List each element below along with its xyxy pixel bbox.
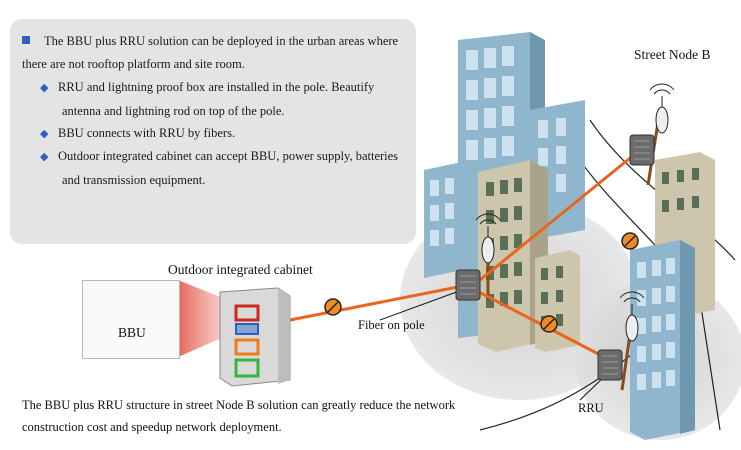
square-bullet-icon (22, 36, 30, 44)
info-sub-text: RRU and lightning proof box are installe… (58, 80, 375, 118)
diamond-bullet-icon: ◆ (40, 128, 49, 140)
rru-unit (629, 134, 655, 166)
outdoor-cabinet-icon (219, 287, 291, 387)
info-main-bullet: The BBU plus RRU solution can be deploye… (22, 30, 402, 76)
info-sub-text: Outdoor integrated cabinet can accept BB… (58, 149, 399, 187)
info-panel (10, 19, 416, 244)
fiber-connector (324, 298, 342, 316)
antenna-icon (619, 291, 645, 342)
street-node-label: Street Node B (634, 47, 711, 62)
fiber-label: Fiber on pole (358, 318, 425, 332)
building-blue-front (630, 240, 695, 440)
info-sub-bullet: ◆ Outdoor integrated cabinet can accept B… (40, 145, 407, 192)
info-sub-bullet: ◆ RRU and lightning proof box are install… (40, 76, 407, 123)
bbu-frame (82, 280, 180, 359)
caption: The BBU plus RRU structure in street Nod… (22, 398, 456, 434)
antenna-icon (475, 213, 501, 264)
info-sub-bullet: ◆ BBU connects with RRU by fibers. (40, 122, 407, 146)
fiber-connector (621, 232, 639, 250)
cabinet-label: Outdoor integrated cabinet (168, 262, 313, 277)
diamond-bullet-icon: ◆ (40, 82, 49, 94)
building-beige-center (478, 160, 548, 352)
info-sub-text: BBU connects with RRU by fibers. (58, 126, 236, 140)
diamond-bullet-icon: ◆ (40, 151, 49, 163)
rru-label: RRU (578, 401, 604, 415)
fiber-connector (540, 315, 558, 333)
cable (379, 289, 463, 321)
bbu-label: BBU (118, 325, 146, 340)
info-main-text: The BBU plus RRU solution can be deploye… (22, 34, 399, 71)
rru-unit (597, 349, 623, 381)
antenna-icon (649, 83, 675, 134)
building-beige-small (535, 250, 580, 352)
building-left-blue (424, 162, 462, 278)
rru-unit (455, 269, 481, 301)
